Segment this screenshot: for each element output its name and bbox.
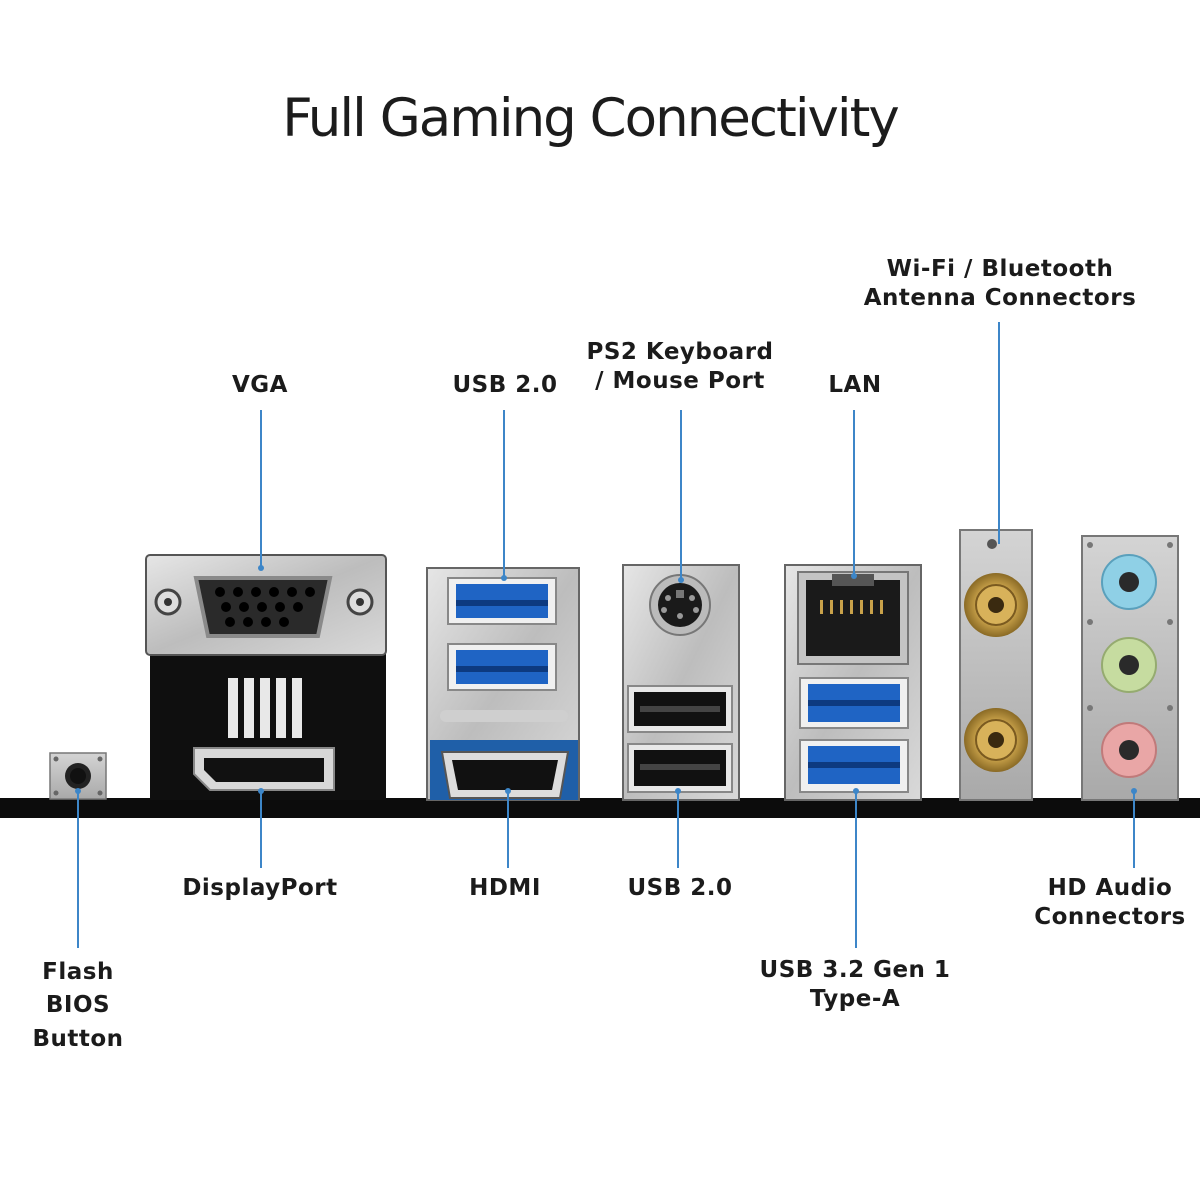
lan-leader-dot: [851, 573, 857, 579]
flash-leader-line: [77, 790, 79, 948]
label-usb32: USB 3.2 Gen 1 Type-A: [755, 956, 955, 1014]
vga-leader-dot: [258, 565, 264, 571]
usb20-top-leader-dot: [501, 575, 507, 581]
label-wifi: Wi-Fi / Bluetooth Antenna Connectors: [860, 255, 1140, 313]
hdmi-leader-dot: [505, 788, 511, 794]
usb20-top-leader-line: [503, 410, 505, 578]
label-usb20-bottom-text: USB 2.0: [627, 875, 733, 901]
label-lan: LAN: [795, 371, 915, 400]
label-usb32-line1: USB 3.2 Gen 1: [759, 957, 951, 983]
label-hd-audio-line1: HD Audio: [1047, 875, 1173, 901]
label-ps2: PS2 Keyboard / Mouse Port: [570, 338, 790, 396]
displayport-leader-line: [260, 790, 262, 868]
page-title: Full Gaming Connectivity: [282, 88, 900, 149]
ps2-leader-dot: [678, 577, 684, 583]
usb32-leader-dot: [853, 788, 859, 794]
label-lan-text: LAN: [828, 372, 882, 398]
label-flash-line2: BIOS: [45, 992, 111, 1019]
label-flash-line1: Flash: [42, 959, 114, 985]
vga-displayport-block: [145, 554, 387, 800]
wifi-leader-line: [998, 322, 1000, 544]
label-usb20-top-text: USB 2.0: [452, 372, 558, 398]
ps2-leader-line: [680, 410, 682, 580]
usb20-bottom-leader-dot: [675, 788, 681, 794]
label-ps2-line2: / Mouse Port: [595, 367, 765, 394]
hdmi-leader-line: [507, 790, 509, 868]
label-vga-text: VGA: [232, 372, 288, 398]
label-vga: VGA: [200, 371, 320, 400]
label-hd-audio-line2: Connectors: [1034, 903, 1186, 930]
label-usb20-top: USB 2.0: [430, 371, 580, 400]
displayport-leader-dot: [258, 788, 264, 794]
flash-leader-dot: [75, 788, 81, 794]
usb20-bottom-leader-line: [677, 790, 679, 868]
audio-leader-line: [1133, 790, 1135, 868]
label-usb20-bottom: USB 2.0: [605, 874, 755, 903]
label-wifi-line1: Wi-Fi / Bluetooth: [886, 256, 1114, 282]
label-usb32-line2: Type-A: [809, 985, 901, 1012]
label-flash-line3: Button: [32, 1025, 124, 1052]
audio-block: [1081, 535, 1179, 801]
audio-leader-dot: [1131, 788, 1137, 794]
label-hdmi: HDMI: [445, 874, 565, 903]
label-displayport: DisplayPort: [170, 874, 350, 903]
vga-leader-line: [260, 410, 262, 568]
label-hd-audio: HD Audio Connectors: [1030, 874, 1190, 932]
antenna-block: [959, 529, 1033, 801]
lan-leader-line: [853, 410, 855, 576]
label-displayport-text: DisplayPort: [182, 875, 338, 901]
label-wifi-line2: Antenna Connectors: [863, 284, 1137, 311]
usb-hdmi-block: [426, 567, 580, 801]
board-edge: [0, 798, 1200, 818]
label-hdmi-text: HDMI: [469, 875, 541, 901]
label-ps2-line1: PS2 Keyboard: [586, 339, 774, 365]
lan-usb32-block: [784, 564, 922, 801]
label-flash-bios: Flash BIOS Button: [18, 956, 138, 1056]
usb32-leader-line: [855, 790, 857, 948]
ps2-usb2-block: [622, 564, 740, 801]
